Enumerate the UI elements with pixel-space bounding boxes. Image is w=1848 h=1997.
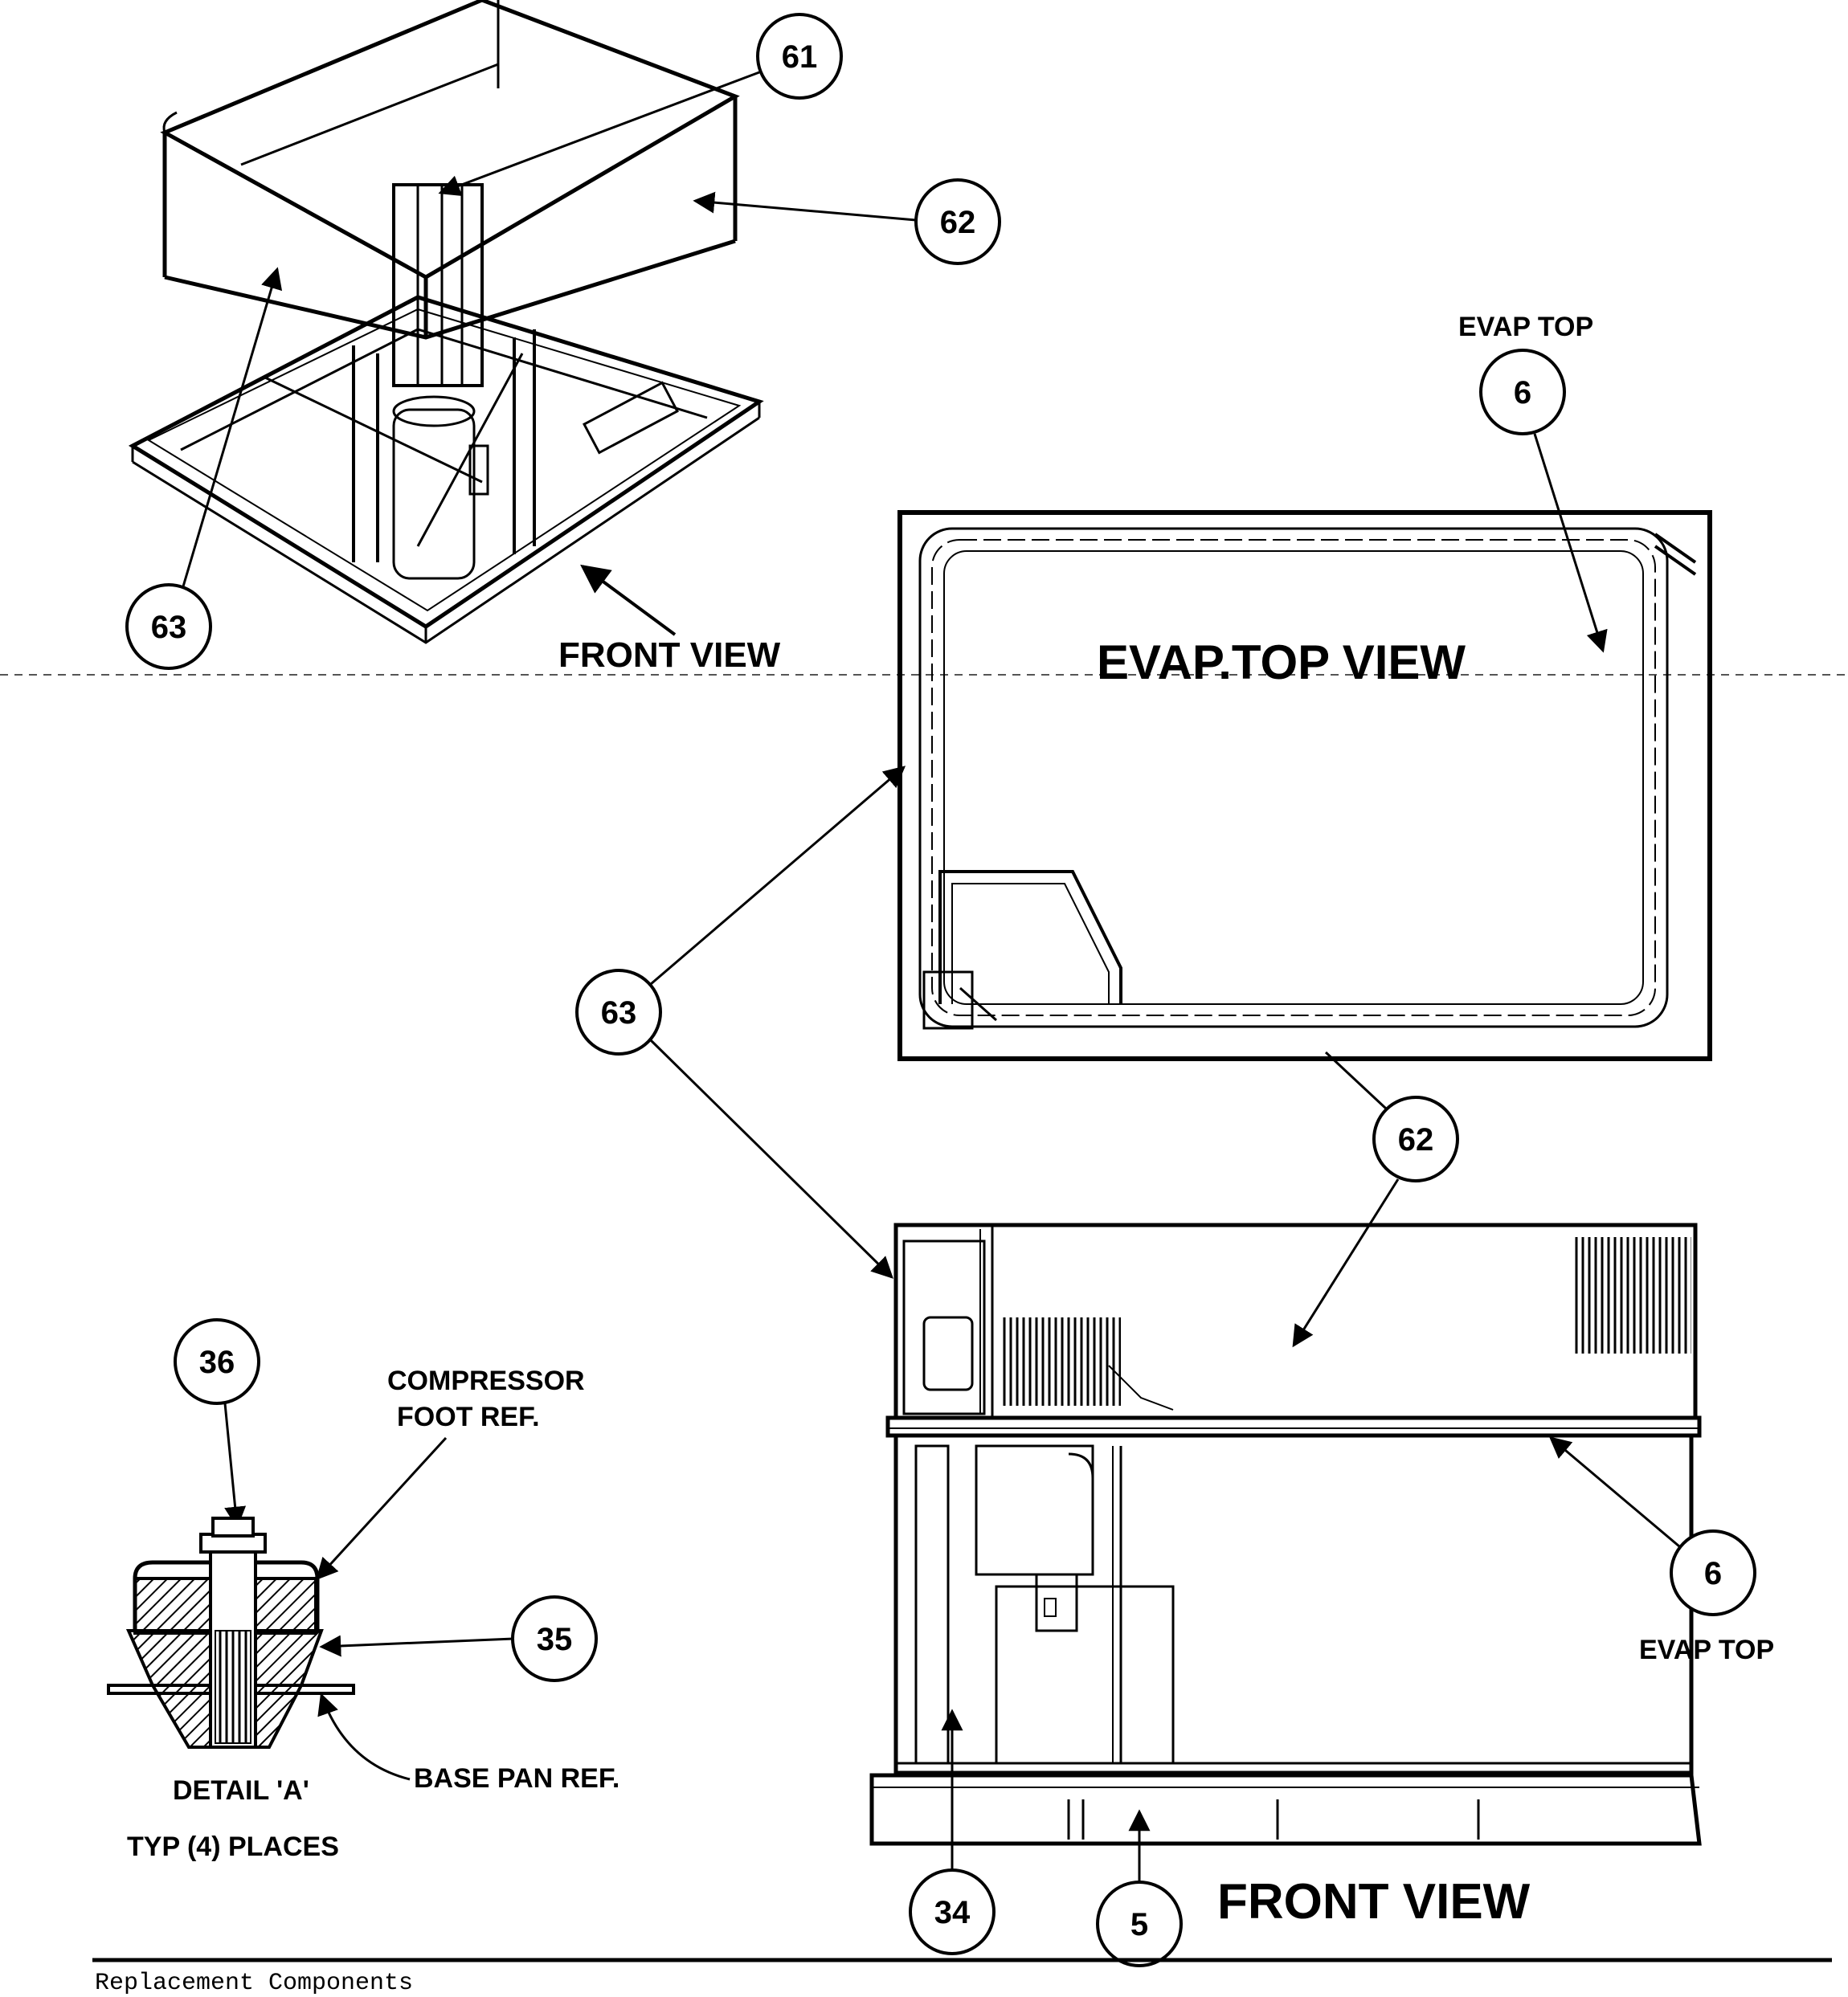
leader-6-top: [1533, 433, 1608, 653]
label-base-pan-ref: BASE PAN REF.: [414, 1763, 619, 1794]
svg-text:61: 61: [782, 39, 818, 75]
svg-text:35: 35: [537, 1622, 573, 1657]
svg-text:62: 62: [1398, 1122, 1434, 1158]
callout-62-top: 62: [914, 178, 1001, 265]
leader-63-top: [182, 267, 283, 587]
label-front-view-top: FRONT VIEW: [558, 635, 781, 675]
leader-36: [223, 1403, 247, 1529]
leader-base-pan-ref: [317, 1693, 411, 1781]
isometric-unit-drawing: [128, 0, 764, 644]
svg-text:36: 36: [199, 1345, 235, 1380]
label-evap-top-lower: EVAP TOP: [1639, 1635, 1774, 1665]
footer-text: Replacement Components: [95, 1970, 414, 1997]
leader-6-bottom: [1548, 1436, 1680, 1548]
leader-63-mid-a: [650, 766, 906, 986]
svg-text:63: 63: [601, 995, 637, 1031]
label-compressor-ref-1: COMPRESSOR: [387, 1366, 585, 1396]
leader-62-mid-a: [1324, 1051, 1388, 1110]
label-front-view-bottom: FRONT VIEW: [1217, 1874, 1531, 1930]
label-evap-top-view: EVAP.TOP VIEW: [1097, 635, 1466, 689]
front-view-drawing: [869, 1223, 1702, 1846]
leader-62-mid-b: [1292, 1178, 1400, 1348]
svg-text:5: 5: [1130, 1907, 1148, 1942]
svg-text:62: 62: [940, 205, 976, 240]
callout-36: 36: [174, 1318, 260, 1405]
svg-text:63: 63: [151, 610, 187, 645]
svg-text:34: 34: [934, 1895, 971, 1930]
callout-35: 35: [511, 1595, 598, 1682]
callout-61: 61: [756, 13, 843, 100]
label-evap-top-upper: EVAP TOP: [1458, 312, 1593, 342]
callout-5: 5: [1096, 1881, 1183, 1967]
leader-compressor-ref: [316, 1436, 448, 1580]
callout-63-mid: 63: [575, 969, 662, 1056]
leader-35: [319, 1635, 513, 1657]
evap-top-view-drawing: [897, 510, 1712, 1061]
label-detail-a: DETAIL 'A': [173, 1775, 309, 1806]
leader-front-view-top: [580, 564, 677, 636]
callout-62-mid: 62: [1372, 1096, 1459, 1182]
svg-text:6: 6: [1704, 1556, 1722, 1591]
callout-34: 34: [909, 1868, 996, 1955]
detail-a-mount-drawing: [107, 1517, 355, 1749]
svg-text:6: 6: [1514, 375, 1531, 410]
callout-63-top: 63: [125, 583, 212, 670]
leader-61: [438, 71, 760, 197]
callout-6-bottom: 6: [1670, 1529, 1756, 1616]
leader-62-top: [693, 191, 917, 222]
label-compressor-ref-2: FOOT REF.: [397, 1402, 540, 1432]
label-typ-places: TYP (4) PLACES: [127, 1832, 339, 1862]
callout-6-top: 6: [1479, 349, 1566, 435]
leader-63-mid-b: [649, 1039, 893, 1279]
